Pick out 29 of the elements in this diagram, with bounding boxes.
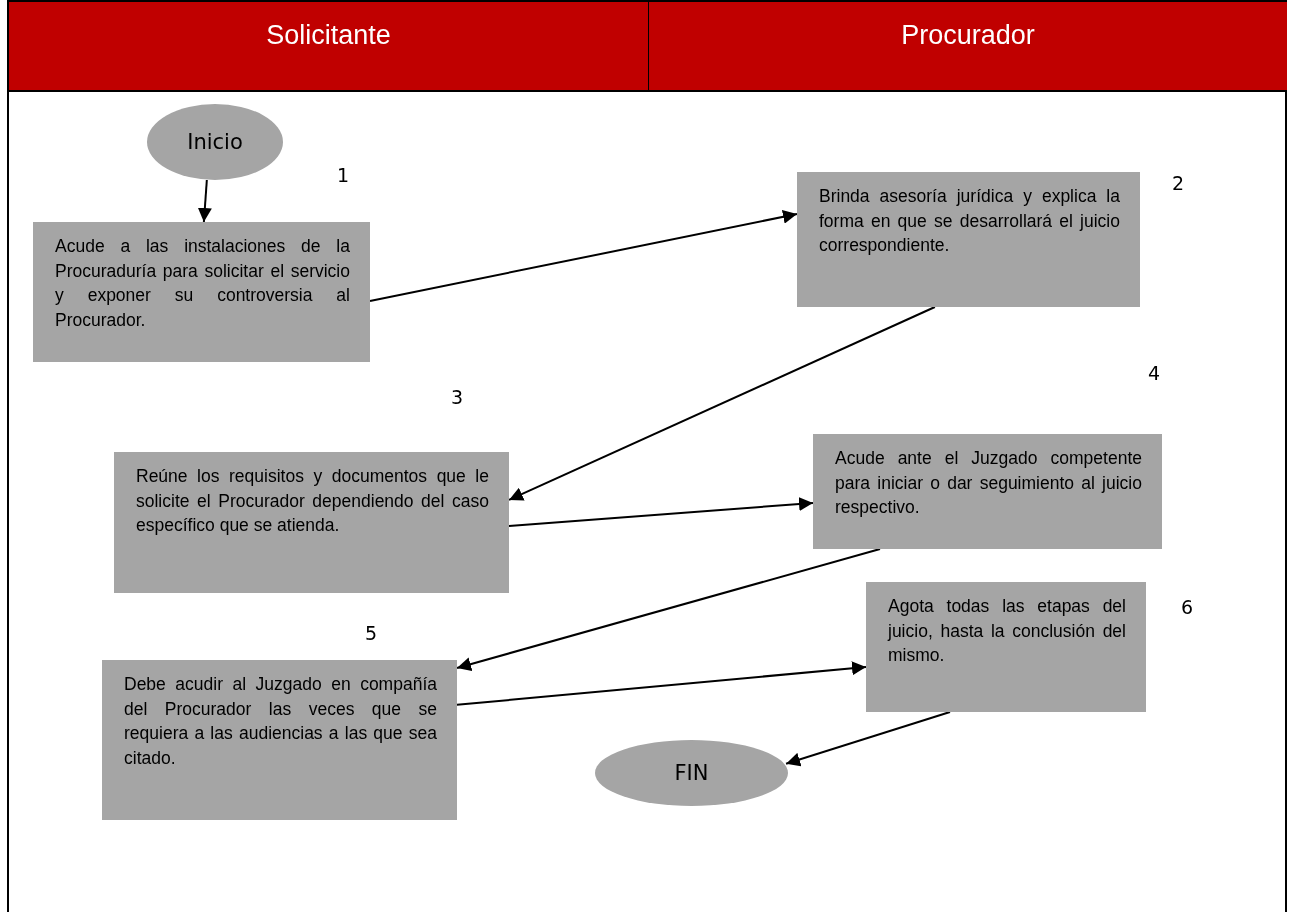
step-number: 3 [451,386,464,408]
process-box [813,434,1162,549]
step-text: Acude ante el Juzgado competente para iniciar o dar seguimiento al juicio respectivo. [835,447,1142,519]
lane-header: Procurador [648,0,1287,92]
step-text: Acude a las instalaciones de la Procuraduría para solicitar el servicio y exponer su controversia al Procurador. [55,235,350,332]
arrow [456,661,867,706]
process-box [102,660,457,820]
step-text: Agota todas las etapas del juicio, hasta la conclusión del mismo. [888,595,1126,667]
step-number: 2 [1172,172,1185,194]
process-box [114,452,509,593]
step-text: Reúne los requisitos y documentos que le solicite el Procurador dependiendo del caso específico que se atienda. [136,465,489,537]
arrow [785,711,951,767]
terminal-ellipse: FIN [595,740,788,806]
arrow [197,179,212,223]
arrow [508,497,814,528]
arrow [369,209,798,302]
process-box [866,582,1146,712]
step-text: Brinda asesoría jurídica y explica la forma en que se desarrollará el juicio correspondiente. [819,185,1120,257]
step-number: 1 [337,164,350,186]
process-box [797,172,1140,307]
lane-header: Solicitante [9,0,648,92]
step-number: 4 [1148,362,1161,384]
terminal-ellipse: Inicio [147,104,283,180]
arrow [508,306,936,501]
arrow [456,548,881,671]
step-text: Debe acudir al Juzgado en compañía del Procurador las veces que se requiera a las audiencias a las que sea citado. [124,673,437,770]
step-number: 5 [365,622,378,644]
process-box [33,222,370,362]
step-number: 6 [1181,596,1194,618]
